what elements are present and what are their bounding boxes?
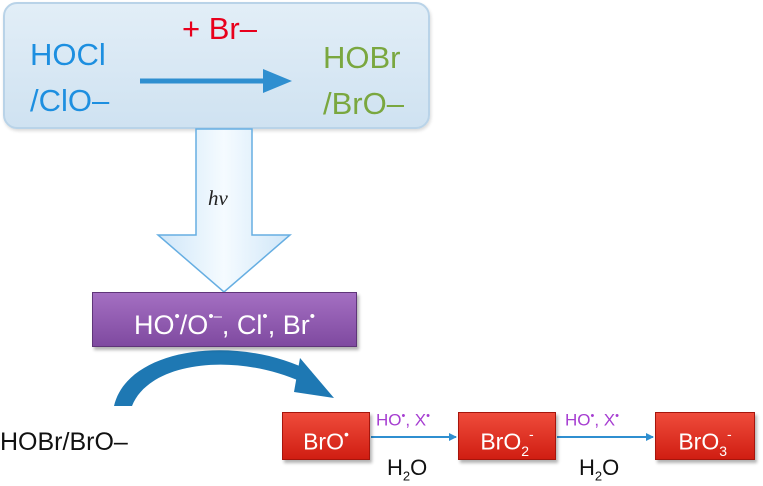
reactant-clo: /ClO– (30, 83, 110, 118)
bromide-reagent: + Br– (182, 11, 257, 46)
oxidant-label-1: HO•, X• (376, 410, 431, 430)
product-hobr: HOBr (323, 40, 401, 75)
oxidant-label-2: HO•, X• (565, 410, 620, 430)
radical-br: , Br (267, 310, 310, 340)
reaction-arrow (140, 69, 292, 93)
bro-radical-box: BrO• (282, 412, 370, 460)
water-label-2: H2O (579, 455, 620, 484)
hv-label: hv (208, 186, 228, 210)
radical-o: /O (179, 310, 209, 340)
curved-arrow (114, 350, 334, 406)
bro2-box: BrO2- (458, 412, 556, 460)
reaction-box (3, 2, 430, 129)
bro3-box: BrO3- (655, 412, 755, 460)
reactant-hocl: HOCl (30, 37, 106, 72)
radical-ho: HO (134, 310, 175, 340)
light-arrow (155, 128, 293, 293)
product-bro: /BrO– (323, 86, 404, 121)
radical-cl: , Cl (221, 310, 263, 340)
radicals-box: HO•/O•–, Cl•, Br• (92, 292, 357, 347)
hobr-bro-label: HOBr/BrO– (0, 428, 128, 456)
water-label-1: H2O (387, 455, 428, 484)
